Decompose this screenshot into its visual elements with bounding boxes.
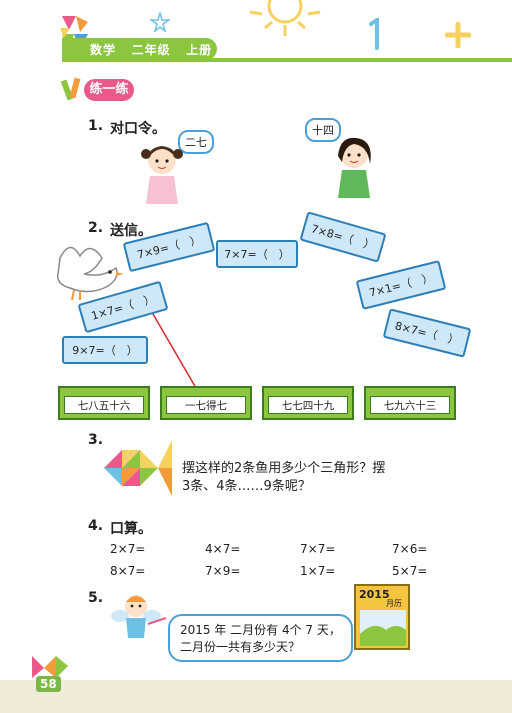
girl2-illustration-icon [338, 137, 371, 198]
q5-speech: 2015 年 二月份有 4个 7 天， 二月份一共有多少天？ [168, 614, 353, 662]
q5-line1: 2015 年 二月份有 4个 7 天， [180, 623, 341, 637]
calc-7x7: 7×7= [300, 542, 336, 556]
q1-number: 1. [88, 118, 104, 134]
letter-7x8[interactable]: 7×8=（ ） [299, 211, 387, 263]
calc-1x7: 1×7= [300, 564, 336, 578]
calendar: 2015 月历 [354, 584, 410, 650]
sun-doodle-icon [249, 0, 321, 36]
number-one-doodle-icon [369, 18, 379, 50]
q2-text: 送信。 [110, 223, 152, 239]
section-title: 练一练 [84, 79, 134, 101]
header-title: 数学 二年级 上册 [90, 41, 212, 58]
q3-line1: 摆这样的2条鱼用多少个三角形？摆 [182, 461, 386, 476]
q3-number: 3. [88, 432, 104, 448]
mailbox-label: 一七得七 [166, 396, 246, 414]
dove-illustration-icon [57, 246, 124, 301]
mailbox-49[interactable]: 七七四十九 [262, 386, 354, 420]
mailbox-63[interactable]: 七九六十三 [364, 386, 456, 420]
q1-text: 对口令。 [110, 121, 166, 137]
mailbox-label: 七七四十九 [268, 396, 348, 414]
header-grade: 二年级 [131, 43, 171, 57]
letter-8x7[interactable]: 8×7=（ ） [382, 308, 472, 358]
star-doodle-icon [150, 12, 170, 32]
landscape-picture-icon [360, 610, 406, 646]
calc-8x7: 8×7= [110, 564, 146, 578]
q4-text: 口算。 [110, 521, 152, 537]
footer-tangram-icon [32, 656, 68, 678]
mailbox-56[interactable]: 七八五十六 [58, 386, 150, 420]
girl1-speech: 二七 [178, 130, 214, 154]
header-bar [62, 38, 217, 60]
q5-number: 5. [88, 590, 104, 606]
calc-7x9: 7×9= [205, 564, 241, 578]
pencil-ruler-icon [60, 77, 81, 101]
angel-illustration-icon [111, 595, 167, 638]
calendar-year: 2015 [359, 588, 390, 601]
calc-2x7: 2×7= [110, 542, 146, 556]
mailbox-label: 七八五十六 [64, 396, 144, 414]
letter-7x1[interactable]: 7×1=（ ） [355, 260, 447, 310]
letter-9x7[interactable]: 9×7=（ ） [62, 336, 148, 364]
calc-7x6: 7×6= [392, 542, 428, 556]
q2-number: 2. [88, 220, 104, 236]
letter-7x7[interactable]: 7×7=（ ） [216, 240, 298, 268]
header-subject: 数学 [90, 43, 117, 57]
footer-bar [0, 680, 512, 713]
answer-line [145, 301, 197, 389]
calc-5x7: 5×7= [392, 564, 428, 578]
calendar-label: 月历 [386, 599, 402, 608]
girl2-speech: 十四 [305, 118, 341, 142]
mailbox-label: 七九六十三 [370, 396, 450, 414]
plus-doodle-icon [445, 22, 471, 48]
girl1-illustration-icon [141, 146, 183, 204]
page-number: 58 [36, 676, 61, 692]
q3-line2: 3条、4条……9条呢？ [182, 479, 311, 494]
calc-4x7: 4×7= [205, 542, 241, 556]
q5-line2: 二月份一共有多少天？ [180, 640, 301, 654]
mailbox-7[interactable]: 一七得七 [160, 386, 252, 420]
header-line [62, 58, 512, 62]
q4-number: 4. [88, 518, 104, 534]
header-volume: 上册 [186, 43, 213, 57]
triangle-fish-icon [104, 440, 172, 496]
